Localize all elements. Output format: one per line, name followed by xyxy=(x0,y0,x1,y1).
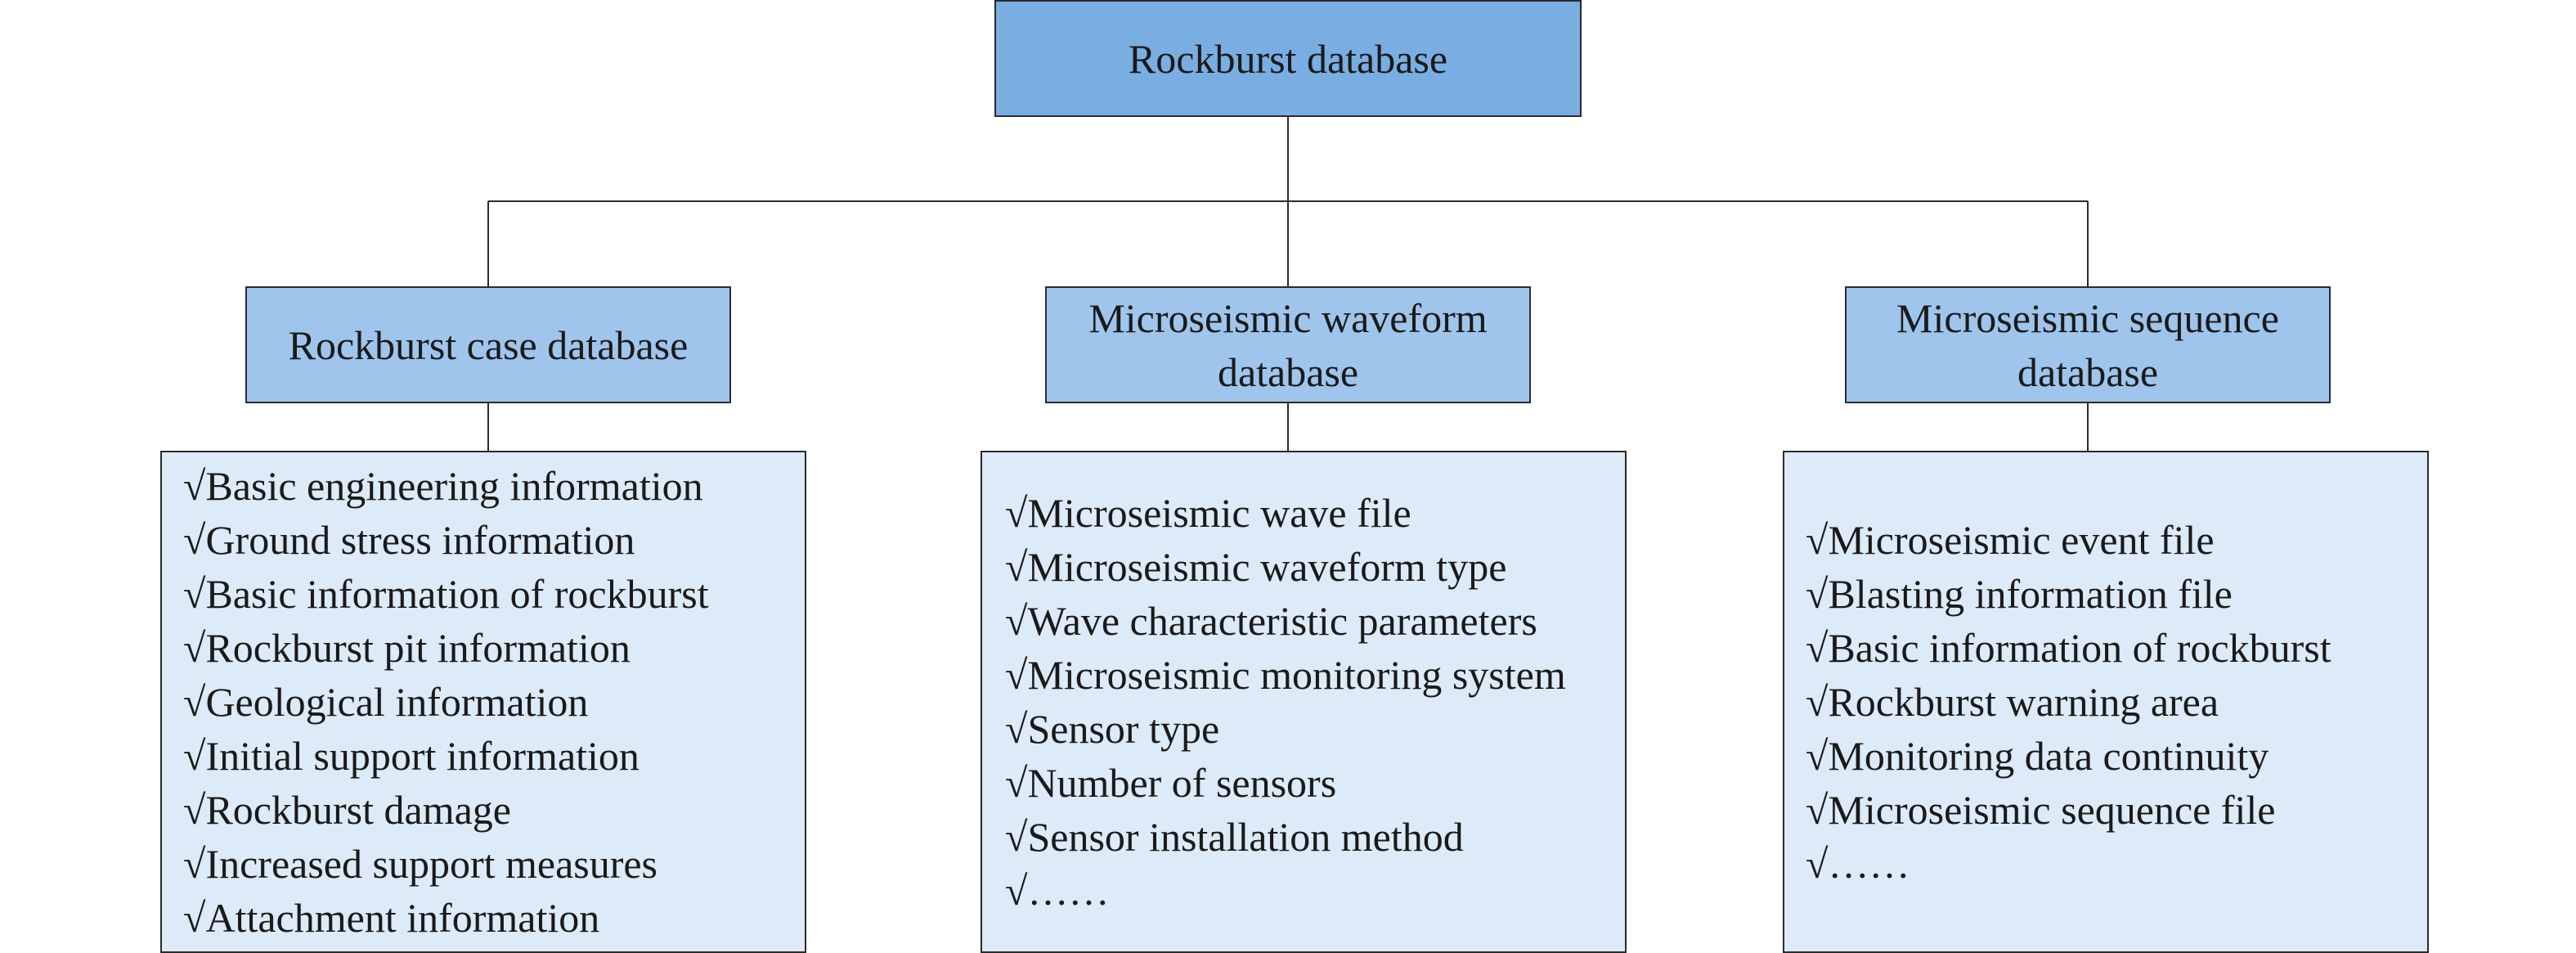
root-title: Rockburst database xyxy=(1128,35,1448,82)
root-node: Rockburst database xyxy=(994,0,1582,117)
check-mark-icon: √ xyxy=(1806,571,1829,617)
check-mark-icon: √ xyxy=(183,571,206,617)
list-item-text: Ground stress information xyxy=(205,517,635,563)
check-mark-icon: √ xyxy=(1806,517,1829,563)
list-item-text: Microseismic event file xyxy=(1828,517,2215,563)
list-item: √ Microseismic sequence file xyxy=(1806,783,2427,837)
list-item-text: Geological information xyxy=(205,679,589,725)
check-mark-icon: √ xyxy=(183,841,206,887)
list-item-text: Blasting information file xyxy=(1828,571,2233,617)
list-item: √ Rockburst pit information xyxy=(183,621,805,675)
item-list-case-items: √ Basic engineering information √ Ground… xyxy=(183,459,805,945)
list-item-text: Microseismic wave file xyxy=(1027,490,1411,536)
check-mark-icon: √ xyxy=(1005,814,1028,860)
list-item: √ Rockburst warning area xyxy=(1806,675,2427,729)
list-item: √ …… xyxy=(1806,837,2427,891)
list-item: √ Initial support information xyxy=(183,729,805,783)
check-mark-icon: √ xyxy=(1005,706,1028,752)
check-mark-icon: √ xyxy=(1005,760,1028,806)
list-item: √ Wave characteristic parameters xyxy=(1005,594,1625,648)
item-list-waveform-items: √ Microseismic wave file √ Microseismic … xyxy=(1005,486,1625,918)
category-node-waveform: Microseismic waveform database xyxy=(1045,286,1531,403)
list-item-text: Initial support information xyxy=(205,733,640,779)
check-mark-icon: √ xyxy=(1005,490,1028,536)
list-item-text: Sensor installation method xyxy=(1027,814,1464,860)
check-mark-icon: √ xyxy=(1005,868,1028,914)
item-list-sequence-items: √ Microseismic event file √ Blasting inf… xyxy=(1806,513,2427,891)
list-item-text: …… xyxy=(1828,841,1910,887)
check-mark-icon: √ xyxy=(1806,733,1829,779)
list-item: √ …… xyxy=(1005,864,1625,918)
list-item-text: Basic information of rockburst xyxy=(1828,625,2331,671)
check-mark-icon: √ xyxy=(183,733,206,779)
check-mark-icon: √ xyxy=(183,463,206,509)
check-mark-icon: √ xyxy=(1806,679,1829,725)
list-item: √ Monitoring data continuity xyxy=(1806,729,2427,783)
list-item-text: Attachment information xyxy=(205,895,600,941)
check-mark-icon: √ xyxy=(1806,787,1829,833)
list-item: √ Blasting information file xyxy=(1806,567,2427,621)
list-item-text: Microseismic waveform type xyxy=(1027,544,1507,590)
list-item-text: Monitoring data continuity xyxy=(1828,733,2269,779)
list-item: √ Number of sensors xyxy=(1005,756,1625,810)
check-mark-icon: √ xyxy=(183,625,206,671)
item-list-sequence: √ Microseismic event file √ Blasting inf… xyxy=(1783,451,2429,953)
check-mark-icon: √ xyxy=(183,517,206,563)
category-title-case: Rockburst case database xyxy=(288,321,689,368)
list-item-text: Microseismic monitoring system xyxy=(1027,652,1566,698)
item-list-case: √ Basic engineering information √ Ground… xyxy=(160,451,806,953)
list-item-text: Rockburst warning area xyxy=(1828,679,2219,725)
list-item-text: Rockburst damage xyxy=(205,787,511,833)
list-item-text: Microseismic sequence file xyxy=(1828,787,2276,833)
list-item: √ Microseismic event file xyxy=(1806,513,2427,567)
list-item: √Increased support measures xyxy=(183,837,805,891)
list-item: √ Microseismic waveform type xyxy=(1005,540,1625,594)
check-mark-icon: √ xyxy=(1005,544,1028,590)
list-item: √ Basic engineering information xyxy=(183,459,805,513)
list-item: √ Microseismic monitoring system xyxy=(1005,648,1625,702)
check-mark-icon: √ xyxy=(183,787,206,833)
list-item-text: Number of sensors xyxy=(1027,760,1337,806)
list-item: √ Attachment information xyxy=(183,891,805,945)
category-node-case: Rockburst case database xyxy=(245,286,731,403)
list-item-text: Basic information of rockburst xyxy=(205,571,709,617)
list-item: √ Basic information of rockburst xyxy=(1806,621,2427,675)
list-item-text: Rockburst pit information xyxy=(205,625,631,671)
list-item: √ Ground stress information xyxy=(183,513,805,567)
list-item: √ Rockburst damage xyxy=(183,783,805,837)
list-item: √ Geological information xyxy=(183,675,805,729)
list-item-text: Wave characteristic parameters xyxy=(1027,598,1537,644)
item-list-waveform: √ Microseismic wave file √ Microseismic … xyxy=(981,451,1627,953)
list-item-text: …… xyxy=(1027,868,1110,914)
list-item: √ Sensor installation method xyxy=(1005,810,1625,864)
list-item-text: Basic engineering information xyxy=(205,463,703,509)
list-item-text: Sensor type xyxy=(1027,706,1220,752)
check-mark-icon: √ xyxy=(183,895,206,941)
category-node-sequence: Microseismic sequence database xyxy=(1845,286,2331,403)
check-mark-icon: √ xyxy=(183,679,206,725)
category-title-waveform: Microseismic waveform database xyxy=(1088,294,1488,395)
check-mark-icon: √ xyxy=(1005,598,1028,644)
check-mark-icon: √ xyxy=(1806,625,1829,671)
category-title-sequence: Microseismic sequence database xyxy=(1896,294,2279,395)
list-item: √ Sensor type xyxy=(1005,702,1625,756)
check-mark-icon: √ xyxy=(1005,652,1028,698)
list-item: √ Basic information of rockburst xyxy=(183,567,805,621)
check-mark-icon: √ xyxy=(1806,841,1829,887)
list-item-text: Increased support measures xyxy=(205,841,658,887)
list-item: √ Microseismic wave file xyxy=(1005,486,1625,540)
